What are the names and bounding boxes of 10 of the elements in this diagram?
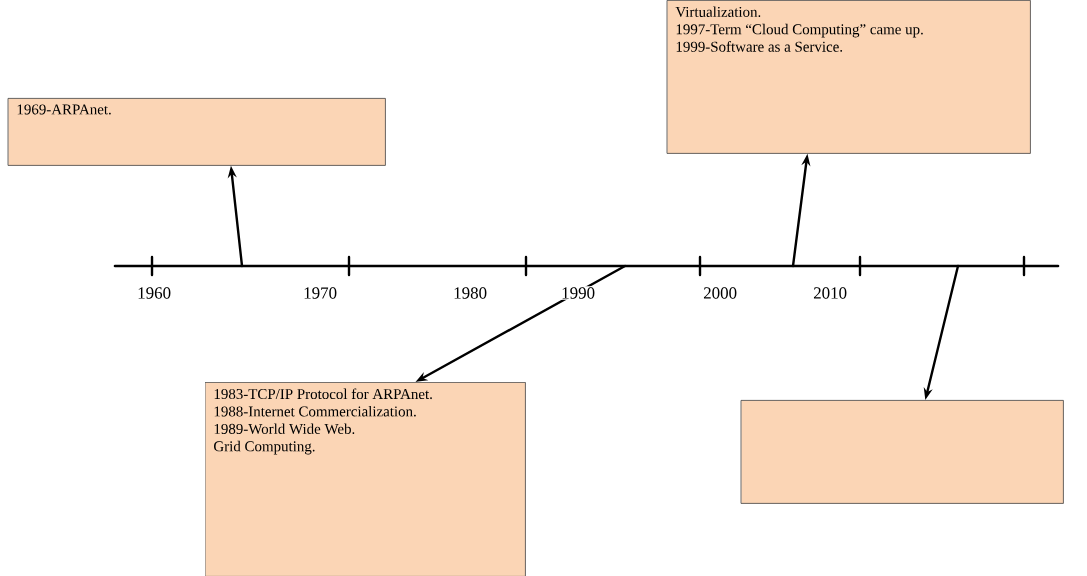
year-label: 2010 xyxy=(812,286,849,300)
year-label: 1960 xyxy=(136,286,173,300)
text-box: 1983-TCP/IP Protocol for ARPAnet. 1988-Internet Commercialization. 1989-World Wide Web. Grid Computing. xyxy=(205,382,526,576)
text-box: 1969-ARPAnet. xyxy=(8,98,386,166)
year-label: 1970 xyxy=(302,286,339,300)
year-label: 2000 xyxy=(702,286,739,300)
text-box: Virtualization. 1997-Term “Cloud Computing” came up. 1999-Software as a Service. xyxy=(667,0,1031,154)
year-label: 1980 xyxy=(452,286,489,300)
empty-box xyxy=(741,400,1064,504)
year-label: 1990 xyxy=(560,286,597,300)
